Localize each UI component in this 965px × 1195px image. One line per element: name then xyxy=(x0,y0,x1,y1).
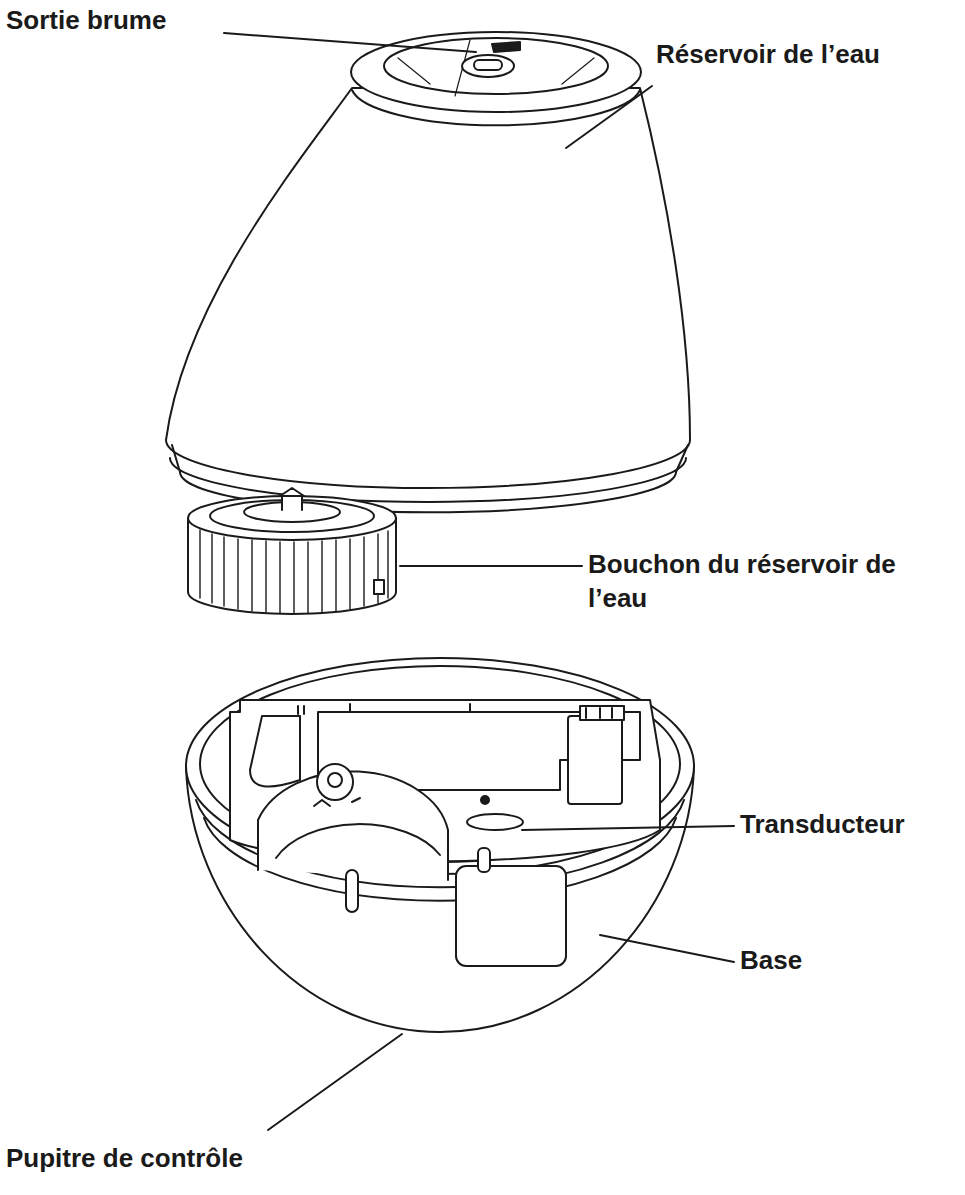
part-label: Sortie brume xyxy=(6,4,166,38)
part-label: Pupitre de contrôle xyxy=(6,1142,243,1176)
part-label: Réservoir de l’eau xyxy=(656,38,880,72)
water-tank xyxy=(166,32,690,512)
base xyxy=(186,658,694,1032)
tank-cap xyxy=(188,488,396,614)
part-label: Transducteur xyxy=(740,808,905,842)
part-label: Base xyxy=(740,944,802,978)
part-label: Bouchon du réservoir de l’eau xyxy=(588,548,913,616)
leader-lines xyxy=(224,33,734,1130)
